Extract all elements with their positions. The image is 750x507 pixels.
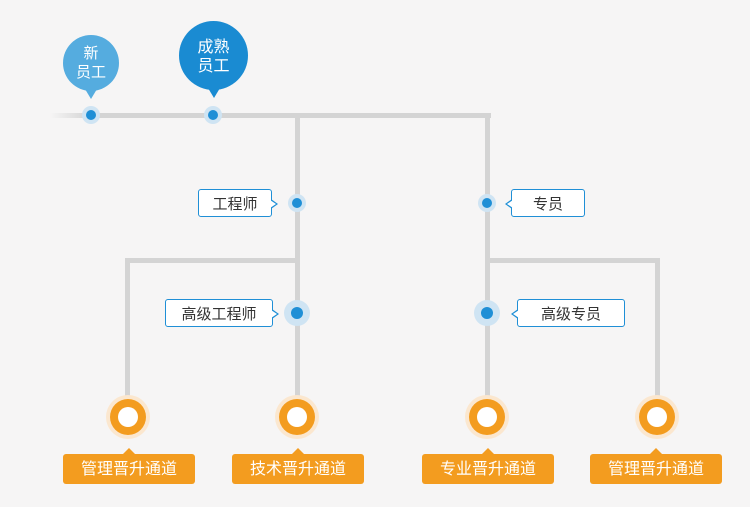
tech-mgmt-drop-line [125,258,130,403]
mature-employee-line1: 成熟 [197,36,230,56]
senior-engineer-node [284,300,310,326]
tech-path-ring [275,395,319,439]
senior-engineer-tag: 高级工程师 [165,299,279,327]
technical-path-label: 技术晋升通道 [232,448,364,484]
management-path-label-1: 管理晋升通道 [63,448,195,484]
mature-employee-node [204,106,222,124]
senior-specialist-label: 高级专员 [540,305,601,323]
spec-path-ring [465,395,509,439]
engineer-label: 工程师 [212,195,258,213]
new-employee-node [82,106,100,124]
specialist-tag: 专员 [505,189,585,217]
new-employee-line2: 员工 [75,63,106,81]
bubble-tail [207,88,220,98]
tag-pointer [511,309,519,319]
professional-path-label: 专业晋升通道 [422,448,554,484]
spec-mgmt-drop-line [655,258,660,403]
specialist-label: 专员 [532,195,563,213]
senior-specialist-node [474,300,500,326]
management-path-label-2: 管理晋升通道 [590,448,722,484]
mature-employee-bubble: 成熟 员工 [179,21,248,98]
engineer-tag: 工程师 [198,189,278,217]
senior-engineer-label: 高级工程师 [181,305,257,323]
specialist-node [478,194,496,212]
main-horizontal-line [50,113,491,118]
mgmt-path-ring-2 [635,395,679,439]
tech-branch-line [125,258,300,263]
tag-pointer [271,309,279,319]
mature-employee-line2: 员工 [197,55,230,75]
tag-pointer [505,199,513,209]
tag-pointer [270,199,278,209]
engineer-node [288,194,306,212]
spec-branch-line [485,258,660,263]
bubble-tail [85,89,97,99]
senior-specialist-tag: 高级专员 [511,299,625,327]
mgmt-path-ring-1 [106,395,150,439]
new-employee-line1: 新 [83,44,99,62]
new-employee-bubble: 新 员工 [63,35,119,99]
